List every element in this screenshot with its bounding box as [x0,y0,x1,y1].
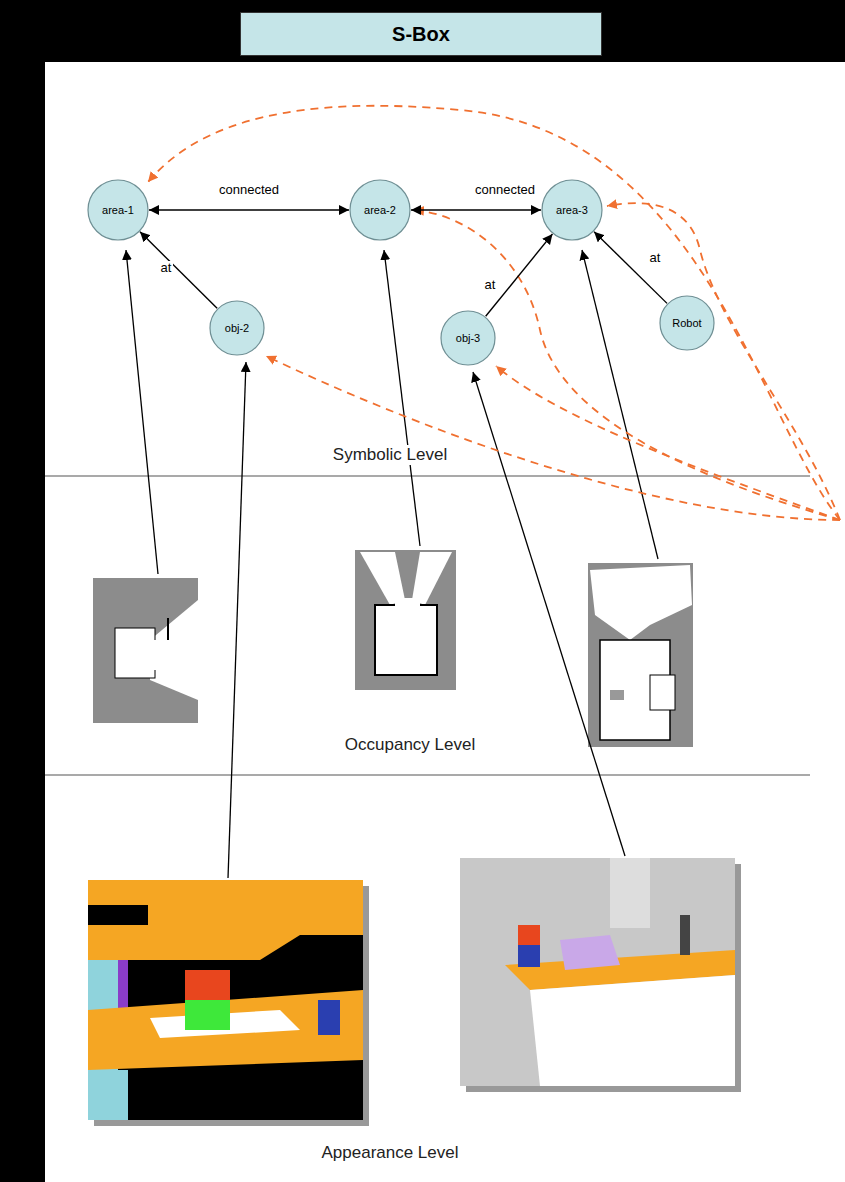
relation-arrow [594,232,667,304]
reference-curve [148,106,840,520]
node-label: Robot [672,317,701,329]
relation-label: connected [217,183,281,197]
level-separator [45,774,810,775]
level-separator [45,475,810,476]
relation-label: connected [473,183,537,197]
relation-arrow [149,209,349,210]
level-label: Occupancy Level [342,735,478,755]
symbol-circle: Robot [659,295,715,351]
symbol-circle: area-3 [541,179,603,241]
occupancy-map [588,563,693,747]
appearance-image [460,858,741,1092]
relation-label: at [648,251,663,265]
relation-arrow [486,234,553,316]
node-label: obj-3 [456,332,480,344]
grounding-line [126,250,658,878]
level-label: Appearance Level [318,1143,461,1163]
node-label: obj-2 [225,322,249,334]
level-label: Symbolic Level [330,445,450,465]
title-box: S-Box [240,12,602,56]
symbol-circle: area-1 [87,179,149,241]
symbol-circle: area-2 [349,179,411,241]
title-text: S-Box [392,23,450,46]
relation-arrow [411,209,541,210]
relation-label: at [159,261,174,275]
relation-label: at [483,278,498,292]
node-label: area-2 [364,204,396,216]
node-label: area-3 [556,204,588,216]
relation-arrow [140,232,217,308]
symbol-circle: obj-2 [209,300,265,356]
symbol-circle: obj-3 [440,310,496,366]
occupancy-map [355,550,456,690]
node-label: area-1 [102,204,134,216]
occupancy-map [93,578,198,723]
appearance-image [88,880,369,1126]
